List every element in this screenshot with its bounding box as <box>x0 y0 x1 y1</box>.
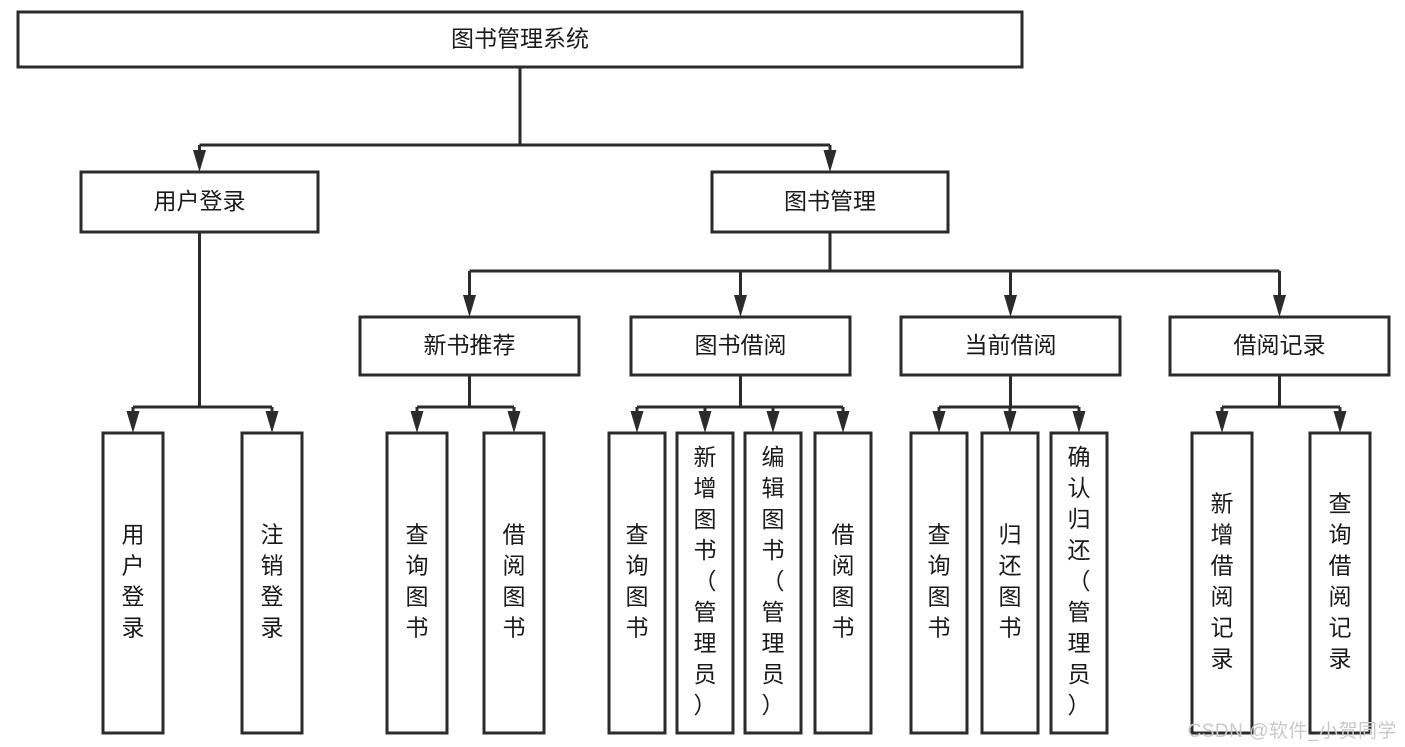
node-label-root: 图书管理系统 <box>451 26 589 52</box>
connector-root <box>193 67 837 172</box>
node-label-current: 当前借阅 <box>965 332 1057 358</box>
node-box-leaf-nb-query[interactable] <box>385 431 449 735</box>
node-records[interactable]: 借阅记录 <box>1168 315 1391 377</box>
node-label-leaf-bk-edit: 编辑图书（管理员） <box>762 444 785 718</box>
node-leaf-rec-query[interactable]: 查询借阅记录 <box>1308 431 1372 735</box>
node-box-borrow[interactable] <box>629 315 852 377</box>
node-label-login: 用户登录 <box>154 188 246 214</box>
node-box-leaf-nb-borrow[interactable] <box>482 431 546 735</box>
node-label-leaf-nb-query: 查询图书 <box>406 522 429 641</box>
connector-layer <box>126 67 1347 433</box>
node-layer: 图书管理系统用户登录图书管理新书推荐图书借阅当前借阅借阅记录用户登录注销登录查询… <box>16 10 1391 735</box>
node-leaf-cur-return[interactable]: 归还图书 <box>980 431 1040 735</box>
node-leaf-nb-borrow[interactable]: 借阅图书 <box>482 431 546 735</box>
node-leaf-bk-query[interactable]: 查询图书 <box>607 431 667 735</box>
node-box-bookmgmt[interactable] <box>710 170 950 234</box>
node-leaf-bk-borrow[interactable]: 借阅图书 <box>813 431 873 735</box>
connector-login <box>126 232 279 433</box>
node-box-leaf-rec-query[interactable] <box>1308 431 1372 735</box>
node-box-records[interactable] <box>1168 315 1391 377</box>
node-label-leaf-rec-query: 查询借阅记录 <box>1329 491 1352 672</box>
node-leaf-rec-add[interactable]: 新增借阅记录 <box>1190 431 1254 735</box>
node-label-leaf-cur-query: 查询图书 <box>928 522 951 641</box>
node-label-records: 借阅记录 <box>1234 332 1326 358</box>
node-label-leaf-bk-borrow: 借阅图书 <box>832 522 855 641</box>
node-label-borrow: 图书借阅 <box>695 332 787 358</box>
node-newbook[interactable]: 新书推荐 <box>358 315 581 377</box>
node-leaf-bk-edit[interactable]: 编辑图书（管理员） <box>743 431 803 735</box>
node-box-leaf-bk-edit[interactable] <box>743 431 803 735</box>
node-box-leaf-bk-query[interactable] <box>607 431 667 735</box>
node-box-leaf-cur-query[interactable] <box>909 431 969 735</box>
node-label-leaf-nb-borrow: 借阅图书 <box>503 522 526 641</box>
node-box-leaf-cur-return[interactable] <box>980 431 1040 735</box>
node-label-leaf-cur-confirm: 确认归还（管理员） <box>1068 444 1091 718</box>
node-login[interactable]: 用户登录 <box>79 170 320 234</box>
node-label-leaf-user-logout: 注销登录 <box>261 522 284 641</box>
node-label-leaf-rec-add: 新增借阅记录 <box>1211 491 1234 672</box>
node-box-newbook[interactable] <box>358 315 581 377</box>
node-box-leaf-bk-borrow[interactable] <box>813 431 873 735</box>
node-leaf-bk-add[interactable]: 新增图书（管理员） <box>675 431 735 735</box>
connector-records <box>1215 375 1347 433</box>
connector-borrow <box>630 375 850 433</box>
node-leaf-nb-query[interactable]: 查询图书 <box>385 431 449 735</box>
node-label-newbook: 新书推荐 <box>424 332 516 358</box>
node-label-leaf-cur-return: 归还图书 <box>999 522 1022 641</box>
node-leaf-cur-query[interactable]: 查询图书 <box>909 431 969 735</box>
node-borrow[interactable]: 图书借阅 <box>629 315 852 377</box>
node-bookmgmt[interactable]: 图书管理 <box>710 170 950 234</box>
node-label-leaf-bk-add: 新增图书（管理员） <box>694 444 717 718</box>
node-leaf-user-logout[interactable]: 注销登录 <box>240 431 304 735</box>
connector-bookmgmt <box>463 232 1286 317</box>
node-root[interactable]: 图书管理系统 <box>16 10 1024 69</box>
node-label-leaf-user-login: 用户登录 <box>122 522 145 641</box>
connector-current <box>932 375 1086 433</box>
connector-newbook <box>410 375 521 433</box>
node-current[interactable]: 当前借阅 <box>899 315 1122 377</box>
node-leaf-user-login[interactable]: 用户登录 <box>101 431 165 735</box>
node-box-leaf-bk-add[interactable] <box>675 431 735 735</box>
node-box-leaf-user-login[interactable] <box>101 431 165 735</box>
node-box-leaf-user-logout[interactable] <box>240 431 304 735</box>
node-box-leaf-rec-add[interactable] <box>1190 431 1254 735</box>
node-label-bookmgmt: 图书管理 <box>784 188 876 214</box>
node-box-leaf-cur-confirm[interactable] <box>1049 431 1109 735</box>
node-label-leaf-bk-query: 查询图书 <box>626 522 649 641</box>
node-box-current[interactable] <box>899 315 1122 377</box>
node-leaf-cur-confirm[interactable]: 确认归还（管理员） <box>1049 431 1109 735</box>
node-box-login[interactable] <box>79 170 320 234</box>
node-box-root[interactable] <box>16 10 1024 69</box>
